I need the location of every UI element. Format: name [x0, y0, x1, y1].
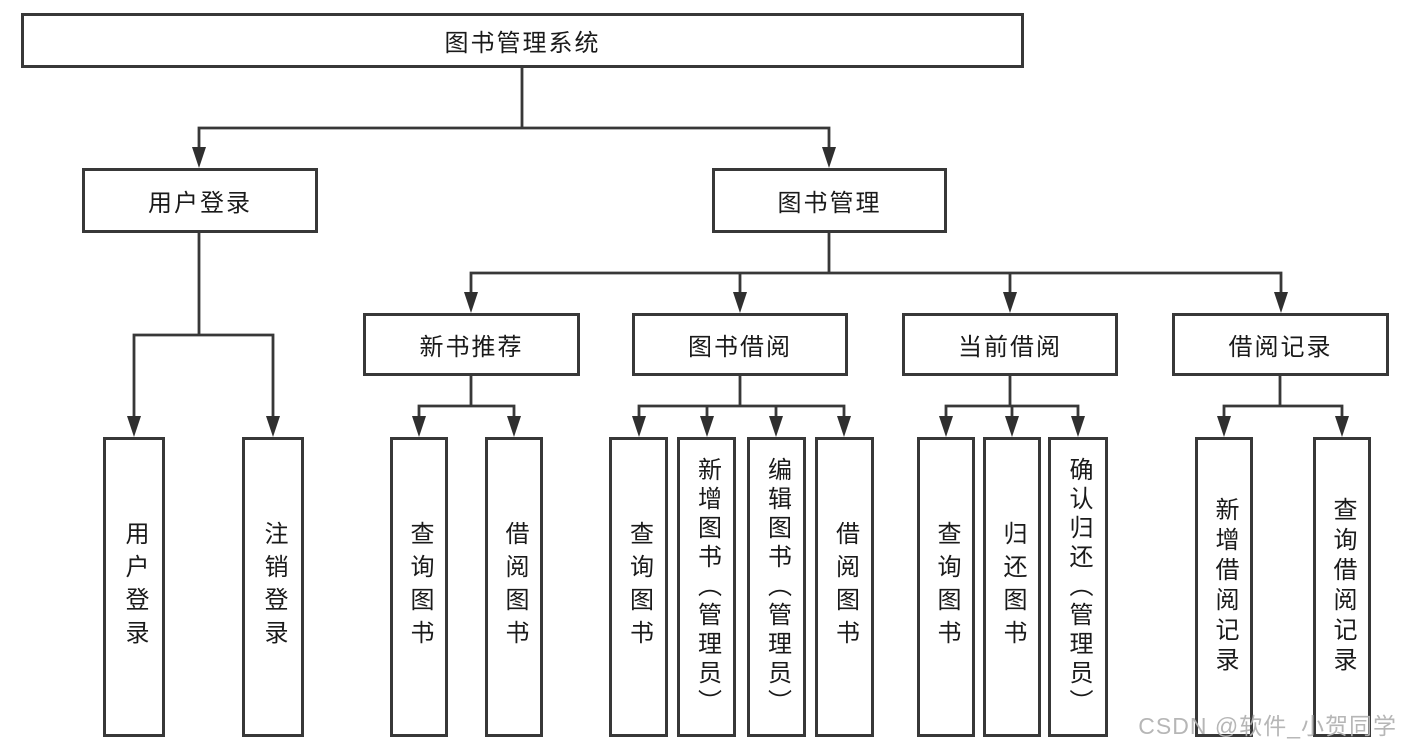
leaf-current-return-books: 归还图书 [983, 437, 1041, 737]
leaf-user-login: 用户登录 [103, 437, 165, 737]
leaf-label: 确认归还（管理员） [1065, 456, 1092, 718]
leaf-current-confirm-return-admin: 确认归还（管理员） [1048, 437, 1108, 737]
csdn-watermark: CSDN @软件_小贺同学 [1138, 713, 1397, 739]
leaf-label: 注销登录 [260, 521, 287, 653]
node-user-login: 用户登录 [82, 168, 318, 233]
node-label: 用户登录 [148, 190, 252, 217]
node-label: 图书借阅 [688, 334, 792, 361]
leaf-label: 新增借阅记录 [1211, 497, 1238, 677]
leaf-label: 查询借阅记录 [1329, 497, 1356, 677]
leaf-label: 借阅图书 [831, 521, 859, 653]
node-new-book-recommend: 新书推荐 [363, 313, 580, 376]
node-label: 新书推荐 [419, 334, 524, 361]
leaf-label: 查询图书 [406, 521, 433, 653]
leaf-borrow-borrow-books: 借阅图书 [815, 437, 874, 737]
leaf-label: 用户登录 [121, 521, 148, 653]
leaf-logout: 注销登录 [242, 437, 304, 737]
leaf-record-query-record: 查询借阅记录 [1313, 437, 1371, 737]
leaf-label: 新增图书（管理员） [693, 456, 721, 718]
leaf-current-query-books: 查询图书 [917, 437, 975, 737]
node-root: 图书管理系统 [21, 13, 1024, 68]
leaf-borrow-query-books: 查询图书 [609, 437, 668, 737]
leaf-label: 查询图书 [933, 521, 960, 653]
node-label: 借阅记录 [1228, 334, 1333, 361]
node-current-borrow: 当前借阅 [902, 313, 1118, 376]
leaf-label: 查询图书 [625, 521, 653, 653]
arrowheads [127, 147, 1349, 437]
leaf-record-add-record: 新增借阅记录 [1195, 437, 1253, 737]
node-book-borrow: 图书借阅 [632, 313, 848, 376]
leaf-label: 借阅图书 [501, 521, 528, 653]
leaf-label: 归还图书 [999, 521, 1026, 653]
connector-group [132, 66, 1344, 426]
node-book-management: 图书管理 [712, 168, 947, 233]
node-label: 当前借阅 [958, 334, 1062, 361]
leaf-newbook-borrow-books: 借阅图书 [485, 437, 543, 737]
node-borrow-record: 借阅记录 [1172, 313, 1389, 376]
leaf-borrow-edit-books-admin: 编辑图书（管理员） [747, 437, 806, 737]
node-label: 图书管理 [777, 190, 882, 217]
node-label: 图书管理系统 [444, 30, 601, 57]
leaf-newbook-query-books: 查询图书 [390, 437, 448, 737]
leaf-borrow-add-books-admin: 新增图书（管理员） [677, 437, 736, 737]
leaf-label: 编辑图书（管理员） [763, 456, 791, 718]
